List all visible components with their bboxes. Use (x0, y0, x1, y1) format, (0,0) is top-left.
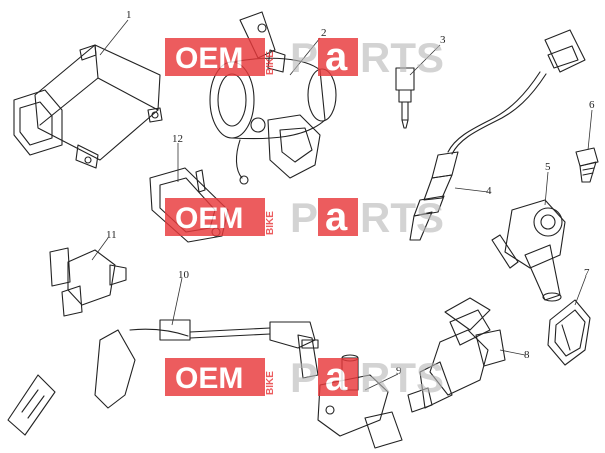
svg-text:a: a (325, 35, 348, 79)
callout-1: 1 (126, 9, 132, 21)
svg-text:OEM: OEM (175, 42, 243, 75)
svg-text:RTS: RTS (360, 194, 444, 241)
part-6-bolt (575, 147, 599, 183)
svg-text:BIKE: BIKE (265, 211, 276, 235)
watermark-oem-box (165, 38, 265, 76)
svg-text:BIKE: BIKE (265, 371, 276, 395)
part-4-oxygen-sensor (409, 29, 586, 241)
svg-text:RTS: RTS (360, 354, 444, 401)
callout-4: 4 (486, 185, 492, 197)
callout-7: 7 (584, 267, 590, 279)
svg-text:RTS: RTS (360, 34, 444, 81)
svg-text:a: a (325, 195, 348, 239)
part-3-temperature-sensor (395, 67, 415, 129)
callout-8: 8 (524, 349, 530, 361)
callout-5: 5 (545, 161, 551, 173)
part-5-idle-actuator (491, 199, 566, 302)
leader-lines (91, 19, 593, 391)
svg-text:OEM: OEM (175, 202, 243, 235)
callout-6: 6 (589, 99, 595, 111)
svg-text:BIKE: BIKE (265, 51, 276, 75)
watermark-middle: OEM BIKE P a RTS (165, 194, 444, 241)
svg-text:P: P (290, 194, 318, 241)
part-1-ecu (13, 44, 163, 169)
part-8-fuel-injector (407, 297, 506, 413)
part-7-connector (547, 299, 591, 366)
part-11-pressure-regulator (49, 247, 127, 317)
callout-2: 2 (321, 27, 327, 39)
watermark-top: OEM BIKE P a RTS (165, 34, 444, 81)
callout-3: 3 (440, 34, 446, 46)
callout-11: 11 (106, 229, 117, 241)
callout-12: 12 (172, 133, 183, 145)
callout-10: 10 (178, 269, 190, 281)
part-2-throttle-body (209, 11, 337, 185)
callout-numbers: 1 2 3 4 5 6 7 8 9 10 11 12 (106, 9, 595, 377)
svg-text:a: a (325, 355, 348, 399)
part-10-speed-sensor (94, 319, 319, 409)
svg-text:OEM: OEM (175, 362, 243, 395)
watermark-bottom: OEM BIKE P a RTS (165, 354, 444, 401)
svg-text:P: P (290, 354, 318, 401)
small-connector-part (7, 374, 56, 436)
svg-text:P: P (290, 34, 318, 81)
callout-9: 9 (396, 365, 402, 377)
